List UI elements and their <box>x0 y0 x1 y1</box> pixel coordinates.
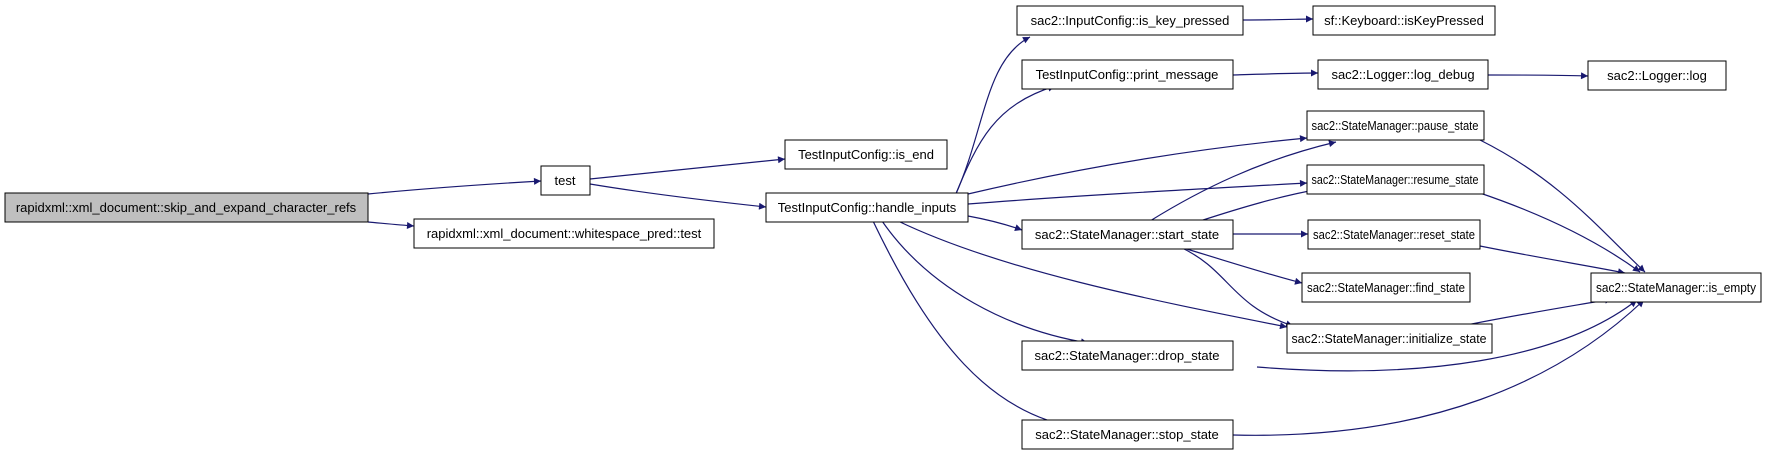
edge-pause-to-is-empty <box>1479 139 1646 273</box>
node-is-end[interactable]: TestInputConfig::is_end <box>784 139 948 170</box>
node-log-debug[interactable]: sac2::Logger::log_debug <box>1317 59 1489 90</box>
edge-skip-to-test <box>367 177 542 195</box>
node-print-message[interactable]: TestInputConfig::print_message <box>1021 59 1234 90</box>
node-label: sac2::Logger::log_debug <box>1331 67 1474 82</box>
node-label: sac2::InputConfig::is_key_pressed <box>1031 13 1230 28</box>
edge-reset-to-is-empty <box>1479 245 1626 276</box>
node-label: TestInputConfig::print_message <box>1036 67 1219 82</box>
node-label: rapidxml::xml_document::whitespace_pred:… <box>427 226 702 241</box>
node-label: sf::Keyboard::isKeyPressed <box>1324 13 1484 28</box>
node-label: rapidxml::xml_document::skip_and_expand_… <box>16 200 357 215</box>
node-label: sac2::StateManager::initialize_state <box>1292 331 1487 346</box>
node-drop-state[interactable]: sac2::StateManager::drop_state <box>1021 340 1234 371</box>
node-stop-state[interactable]: sac2::StateManager::stop_state <box>1021 419 1234 450</box>
node-initialize-state[interactable]: sac2::StateManager::initialize_state <box>1286 323 1493 354</box>
node-label: sac2::StateManager::drop_state <box>1034 348 1219 363</box>
node-pause-state[interactable]: sac2::StateManager::pause_state <box>1306 110 1485 141</box>
edge-start-to-pause <box>1149 140 1337 222</box>
node-skip-and-expand-character-refs[interactable]: rapidxml::xml_document::skip_and_expand_… <box>4 192 369 223</box>
edge-log-debug-to-log <box>1487 72 1589 80</box>
node-log[interactable]: sac2::Logger::log <box>1587 60 1727 91</box>
edge-handle-to-drop-state <box>881 220 1089 346</box>
edge-handle-to-print-message <box>954 84 1056 197</box>
edge-handle-to-pause-state <box>967 135 1308 195</box>
node-label: sac2::StateManager::find_state <box>1307 280 1465 295</box>
node-start-state[interactable]: sac2::StateManager::start_state <box>1021 219 1234 250</box>
node-resume-state[interactable]: sac2::StateManager::resume_state <box>1306 164 1485 195</box>
node-label: sac2::StateManager::resume_state <box>1312 172 1479 187</box>
edge-skip-to-whitespace-test <box>367 221 415 229</box>
edge-test-to-is-end <box>589 156 786 180</box>
edge-print-message-to-log-debug <box>1232 69 1319 77</box>
node-label: TestInputConfig::is_end <box>798 147 934 162</box>
edge-is-key-pressed-to-kb <box>1242 15 1314 23</box>
edge-handle-to-is-key-pressed <box>954 36 1031 197</box>
node-label: sac2::StateManager::start_state <box>1035 227 1219 242</box>
node-label: TestInputConfig::handle_inputs <box>778 200 957 215</box>
edge-resume-to-is-empty <box>1476 191 1641 273</box>
node-keyboard-is-key-pressed[interactable]: sf::Keyboard::isKeyPressed <box>1312 5 1496 36</box>
edge-handle-to-resume-state <box>967 179 1308 205</box>
edge-test-to-handle-inputs <box>589 183 767 210</box>
node-label: sac2::StateManager::pause_state <box>1312 118 1479 133</box>
node-reset-state[interactable]: sac2::StateManager::reset_state <box>1307 219 1481 250</box>
edge-start-to-initialize <box>1179 246 1294 328</box>
node-find-state[interactable]: sac2::StateManager::find_state <box>1301 272 1471 303</box>
edge-drop-to-is-empty <box>1256 299 1638 372</box>
edge-start-to-find <box>1179 246 1303 285</box>
node-label: sac2::Logger::log <box>1607 68 1707 83</box>
node-handle-inputs[interactable]: TestInputConfig::handle_inputs <box>765 192 969 223</box>
edge-handle-to-start-state <box>967 215 1023 231</box>
node-label: sac2::StateManager::reset_state <box>1313 227 1475 242</box>
edge-stop-to-is-empty <box>1232 299 1645 436</box>
node-label: sac2::StateManager::stop_state <box>1035 427 1219 442</box>
node-is-empty[interactable]: sac2::StateManager::is_empty <box>1590 272 1762 303</box>
node-whitespace-pred-test[interactable]: rapidxml::xml_document::whitespace_pred:… <box>413 218 715 249</box>
edges <box>367 15 1646 436</box>
edge-handle-to-initialize-state <box>897 220 1288 330</box>
node-is-key-pressed[interactable]: sac2::InputConfig::is_key_pressed <box>1016 5 1244 36</box>
node-label: test <box>555 173 576 188</box>
node-label: sac2::StateManager::is_empty <box>1596 280 1756 295</box>
edge-initialize-to-is-empty <box>1461 296 1613 327</box>
nodes: rapidxml::xml_document::skip_and_expand_… <box>4 5 1762 450</box>
edge-start-to-resume <box>1199 186 1321 222</box>
node-test[interactable]: test <box>540 165 591 196</box>
